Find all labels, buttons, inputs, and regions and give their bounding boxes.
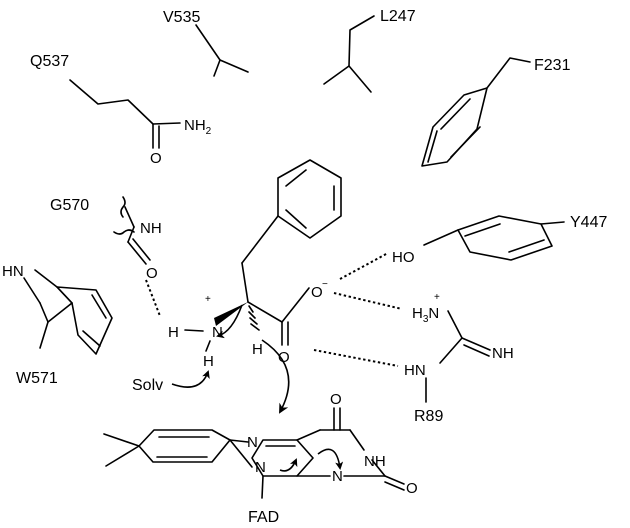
- residue-g570: G570 NH O: [50, 196, 162, 282]
- label-f231: F231: [534, 57, 571, 74]
- fad-n1-label: N: [332, 468, 343, 485]
- carboxylate-o-label: O: [311, 284, 323, 301]
- fad-o2-label: O: [406, 480, 418, 497]
- carboxyl-o-label: O: [278, 349, 290, 366]
- amine-arrow: [216, 304, 243, 339]
- label-solv: Solv: [132, 377, 163, 394]
- solvent-arrow: [171, 370, 210, 388]
- label-l247: L247: [380, 8, 416, 25]
- label-r89: R89: [414, 408, 443, 425]
- residue-l247: L247: [323, 8, 416, 93]
- r89-nh-label: NH: [492, 345, 514, 362]
- w571-hn-label: HN: [2, 263, 24, 280]
- r89-plus-label: +: [434, 292, 440, 303]
- amine-plus-label: +: [205, 294, 211, 305]
- g570-o-label: O: [146, 265, 158, 282]
- substrate-phe: N + H H H O O −: [168, 159, 342, 370]
- fad-cofactor: N N N O NH O FAD: [103, 391, 418, 526]
- g570-nh-label: NH: [140, 220, 162, 237]
- fad-n3h-label: NH: [364, 453, 386, 470]
- amine-h-bottom-label: H: [203, 353, 214, 370]
- carboxylate-minus-label: −: [322, 279, 328, 290]
- fad-n10-label: N: [255, 459, 266, 476]
- label-v535: V535: [163, 9, 200, 26]
- hydride-arrow: [261, 339, 290, 414]
- label-q537: Q537: [30, 53, 69, 70]
- residue-r89: H3N + NH HN R89: [404, 292, 514, 425]
- residue-w571: HN W571: [2, 263, 113, 387]
- label-g570: G570: [50, 197, 89, 214]
- y447-ho-label: HO: [392, 249, 415, 266]
- amine-n-label: N: [212, 324, 223, 341]
- amide-o-label: O: [150, 150, 162, 167]
- residue-v535: V535: [163, 9, 249, 77]
- hydrogen-bonds: [145, 252, 403, 367]
- r89-h3n-label: H3N: [412, 305, 439, 325]
- fad-o4-label: O: [330, 391, 342, 408]
- label-y447: Y447: [570, 214, 607, 231]
- fad-arrow-1: [279, 458, 298, 472]
- r89-hn-label: HN: [404, 362, 426, 379]
- fad-n5-label: N: [247, 434, 258, 451]
- amine-h-left-label: H: [168, 324, 179, 341]
- residue-y447: HO Y447: [392, 214, 607, 266]
- residue-q537: Q537 NH2 O: [30, 53, 212, 167]
- alpha-h-label: H: [252, 341, 263, 358]
- label-w571: W571: [16, 370, 58, 387]
- residue-f231: F231: [421, 57, 571, 167]
- amide-nh2-label: NH2: [184, 117, 212, 137]
- fad-arrow-2: [317, 448, 344, 470]
- label-fad: FAD: [248, 509, 279, 526]
